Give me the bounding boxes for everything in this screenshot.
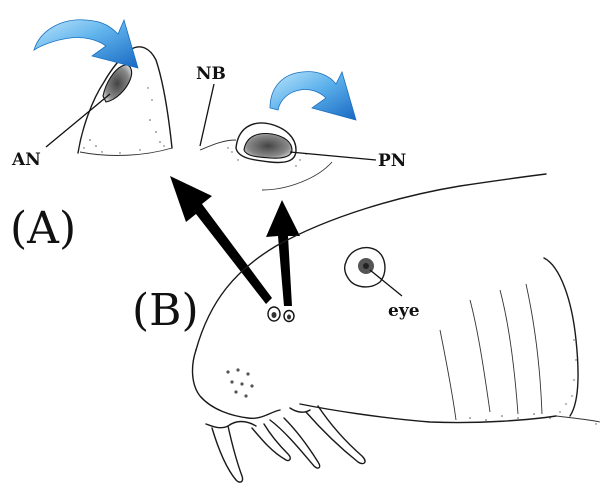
eye-leader-line bbox=[370, 270, 402, 296]
nb-leader-line bbox=[200, 84, 214, 146]
an-label: AN bbox=[11, 150, 41, 170]
head-nostrils bbox=[268, 307, 294, 322]
outflow-arrow-icon bbox=[270, 72, 356, 120]
inflow-arrow-icon bbox=[34, 20, 138, 68]
eye-label: eye bbox=[388, 301, 420, 321]
nb-label: NB bbox=[196, 64, 226, 84]
posterior-nostril-region bbox=[200, 123, 332, 190]
an-leader-line bbox=[46, 94, 110, 147]
pn-leader-line bbox=[290, 152, 376, 160]
panel-a-label: (A) bbox=[10, 203, 76, 254]
panel-b-label: (B) bbox=[132, 285, 199, 336]
pn-label: PN bbox=[378, 151, 406, 171]
barbels bbox=[206, 406, 365, 482]
arrow-up-icon bbox=[266, 200, 300, 306]
snout-pores bbox=[226, 368, 253, 397]
eye bbox=[345, 248, 402, 296]
